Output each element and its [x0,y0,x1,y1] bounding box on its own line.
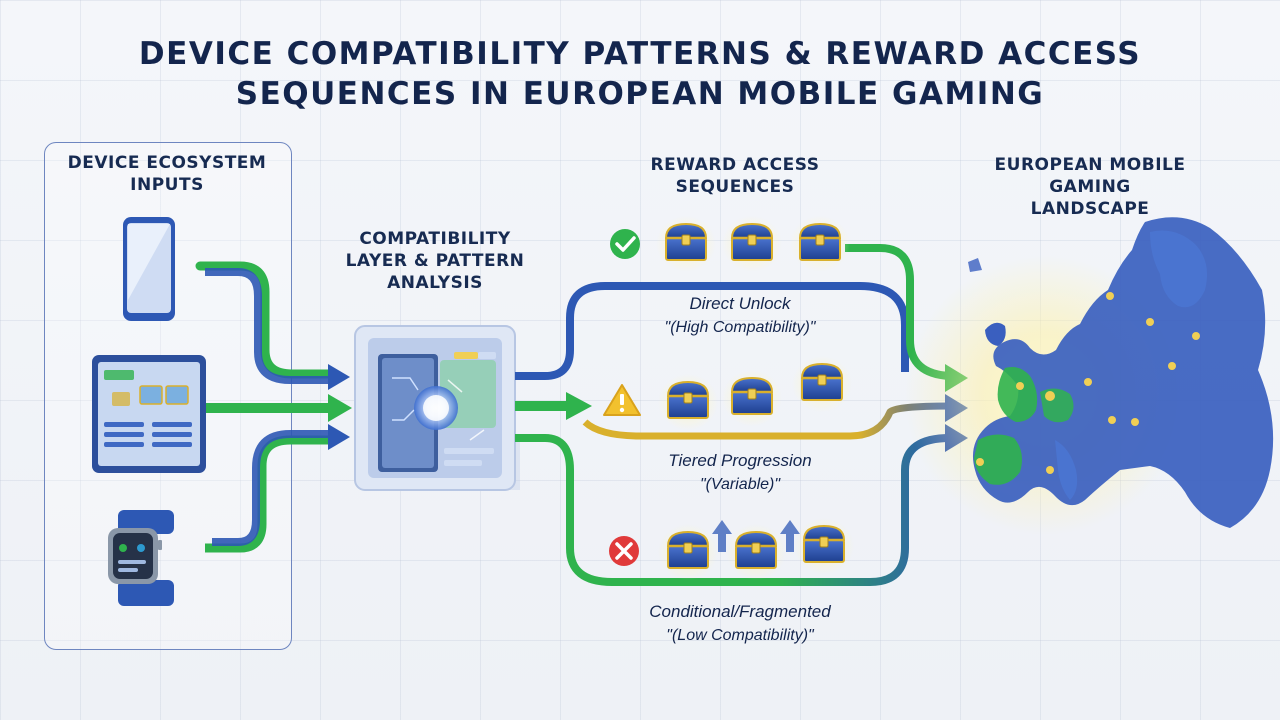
smartphone-icon [123,217,175,321]
up-arrow-icon [780,520,800,552]
compatibility-layer-device [354,325,520,491]
tiered-progression-name: Tiered Progression [668,451,812,470]
tablet-icon [92,355,206,473]
phone-input-flow [195,261,335,379]
chest-icon [720,214,784,274]
check-icon [610,229,640,259]
map-heading-line-1: EUROPEAN MOBILE [994,155,1186,175]
direct-unlock-name: Direct Unlock [689,294,791,313]
device-inputs-heading-line-1: DEVICE ECOSYSTEM [67,153,267,173]
device-inputs-heading: DEVICE ECOSYSTEM INPUTS [44,152,290,196]
chest-icon [788,214,852,274]
direct-unlock-flow [515,282,909,380]
layer-heading-line-3: ANALYSIS [387,273,483,293]
reward-sequences-heading: REWARD ACCESS SEQUENCES [630,154,840,198]
direct-unlock-detail: "(High Compatibility)" [664,319,816,336]
layer-heading-line-1: COMPATIBILITY [359,229,511,249]
europe-landscape-heading: EUROPEAN MOBILE GAMING LANDSCAPE [980,154,1200,220]
map-heading-line-3: LANDSCAPE [1030,199,1150,219]
tiered-progression-detail: "(Variable)" [699,476,781,493]
europe-map [905,217,1274,535]
compatibility-layer-heading: COMPATIBILITY LAYER & PATTERN ANALYSIS [330,228,540,294]
page-title: DEVICE COMPATIBILITY PATTERNS & REWARD A… [0,34,1280,114]
smartwatch-icon [108,510,174,606]
conditional-flow [515,434,951,586]
cross-icon [609,536,639,566]
conditional-detail: "(Low Compatibility)" [666,627,814,644]
conditional-fragmented-label: Conditional/Fragmented "(Low Compatibili… [600,600,880,648]
reward-heading-line-2: SEQUENCES [675,177,795,197]
chest-icon [720,368,784,428]
watch-input-flow [205,435,330,553]
chest-icon [792,516,856,576]
chest-icon [654,214,718,274]
title-line-1: DEVICE COMPATIBILITY PATTERNS & REWARD A… [138,36,1142,72]
device-inputs-heading-line-2: INPUTS [130,175,204,195]
conditional-name: Conditional/Fragmented [649,602,831,621]
chest-icon [656,522,720,582]
up-arrow-icon [712,520,732,552]
tiered-progression-label: Tiered Progression "(Variable)" [630,449,850,497]
warning-icon [603,384,641,416]
chest-icon [790,354,854,414]
direct-unlock-label: Direct Unlock "(High Compatibility)" [640,292,840,340]
title-line-2: SEQUENCES IN EUROPEAN MOBILE GAMING [235,76,1045,112]
chest-icon [656,372,720,432]
layer-heading-line-2: LAYER & PATTERN [345,251,525,271]
reward-heading-line-1: REWARD ACCESS [650,155,820,175]
chest-icon [724,522,788,582]
map-heading-line-2: GAMING [1049,177,1131,197]
